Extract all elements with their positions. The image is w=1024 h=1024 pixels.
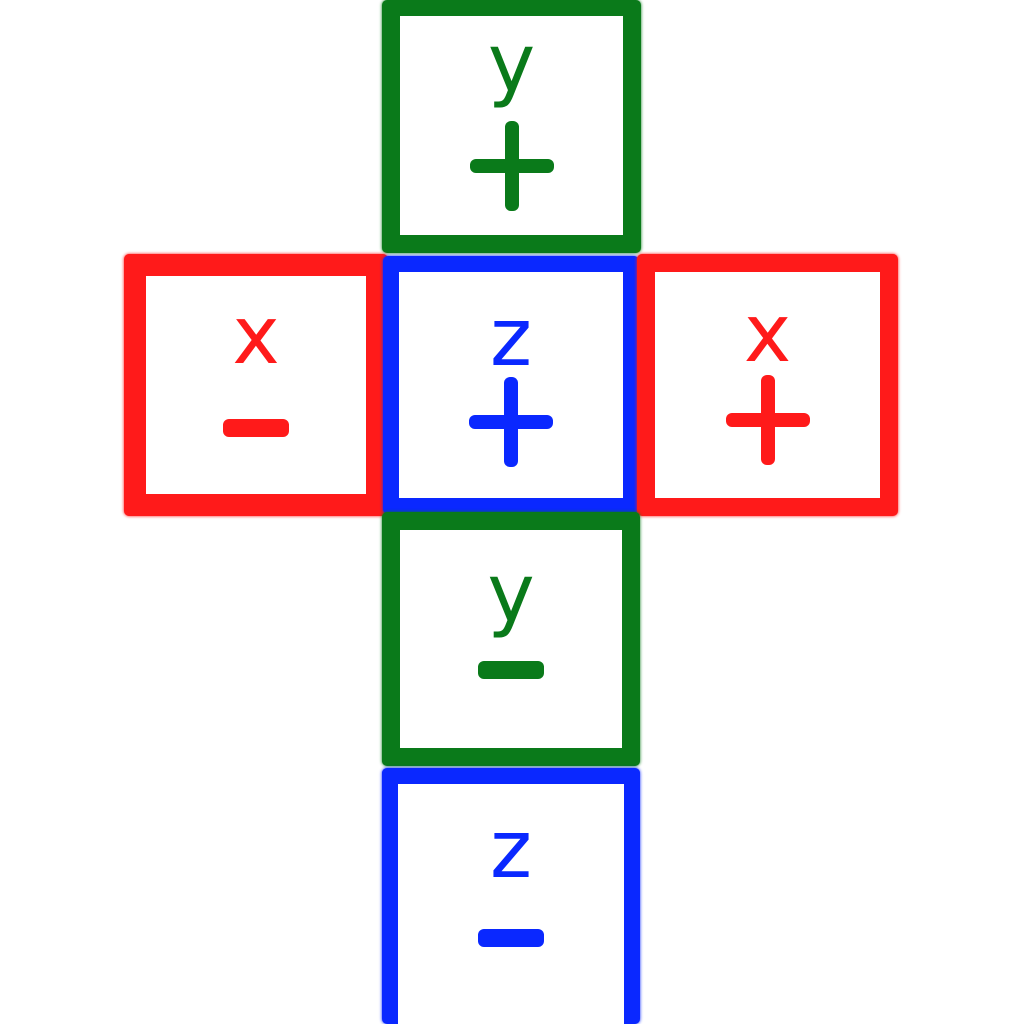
minus-sign-bar — [223, 419, 289, 437]
axis-letter-x: x — [232, 289, 280, 382]
axis-letter-x: x — [743, 287, 792, 380]
axis-letter-z: z — [490, 291, 532, 384]
face-y-minus: y — [382, 512, 640, 766]
plus-sign-vertical-bar — [504, 377, 518, 467]
face-z-minus: z — [382, 768, 640, 1024]
axis-letter-y: y — [487, 17, 536, 110]
plus-sign-vertical-bar — [504, 121, 519, 211]
face-x-plus: x — [637, 254, 898, 516]
axis-letter-z: z — [490, 803, 532, 896]
axis-letter-y: y — [487, 547, 535, 640]
face-z-plus: z — [383, 256, 639, 514]
minus-sign-bar — [478, 661, 544, 679]
face-x-minus: x — [124, 254, 388, 516]
minus-sign-bar — [478, 929, 544, 947]
face-y-plus: y — [382, 0, 641, 253]
plus-sign-vertical-bar — [760, 375, 775, 465]
